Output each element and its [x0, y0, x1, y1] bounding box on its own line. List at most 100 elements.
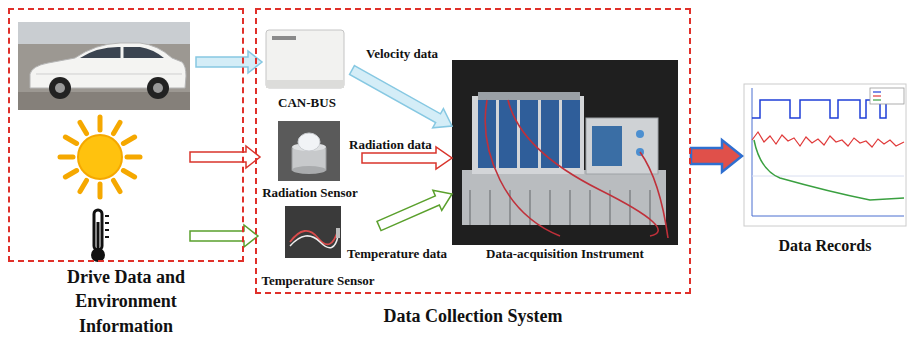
device-label: Data Records — [779, 236, 872, 256]
sensor-tip — [336, 228, 340, 238]
car-hub — [55, 83, 65, 93]
controller — [586, 118, 658, 174]
sensor-wire — [290, 236, 338, 248]
temperature-source-arrow — [190, 225, 258, 247]
radiation-source-arrow — [190, 146, 260, 168]
device-case — [266, 30, 344, 88]
car-wheel — [147, 77, 169, 99]
edge-label: Velocity data — [365, 46, 439, 61]
thermometer-tick — [105, 215, 109, 217]
temperature-sensor-photo — [285, 206, 341, 258]
temperature-trace — [754, 140, 904, 200]
thermometer-tick — [105, 222, 109, 224]
sun-ray — [80, 180, 87, 191]
heatsink-fins — [470, 190, 650, 225]
module-tops — [478, 92, 580, 100]
device-label: CAN-BUS — [278, 95, 336, 112]
radiation-trace — [752, 132, 904, 147]
instrument-photo — [452, 60, 678, 245]
device-label: Data-acquisition Instrument — [486, 246, 644, 263]
io-module — [541, 92, 559, 168]
sun-ray — [65, 137, 76, 144]
legend-line — [873, 95, 881, 96]
photo-background — [452, 60, 678, 245]
device-node: Data Records — [742, 80, 908, 256]
car-wheel — [49, 77, 71, 99]
device-node: CAN-BUS — [262, 26, 352, 112]
sun-ray — [114, 180, 121, 191]
sun-ray — [80, 122, 87, 133]
sun-disc — [78, 135, 122, 179]
sun-ray — [123, 171, 134, 178]
flow-arrow — [350, 66, 452, 128]
region-heading: Drive Data and Environment Information — [26, 265, 226, 338]
device-logo — [272, 36, 296, 40]
sky — [18, 22, 190, 44]
chart-frame — [744, 84, 906, 226]
thermometer-tick — [105, 236, 109, 238]
thermometer-column — [97, 222, 100, 250]
velocity-source-arrow — [196, 51, 262, 73]
red-wire — [485, 100, 560, 236]
car-pillar — [121, 47, 124, 58]
thermometer-bulb — [91, 248, 105, 262]
sensor-dome — [298, 133, 320, 151]
fin — [469, 190, 471, 225]
chart-axis — [752, 88, 753, 216]
chart-axis — [752, 216, 904, 217]
fin — [589, 190, 591, 225]
photo-background — [278, 121, 340, 181]
car-photo — [18, 22, 190, 110]
heatsink — [462, 170, 666, 225]
radiation-sensor-photo — [278, 121, 340, 181]
device-label: Radiation Sensor — [262, 185, 358, 202]
flow-arrow — [691, 140, 742, 172]
device-label: Temperature Sensor — [261, 273, 374, 290]
edge-label: Temperature data — [346, 246, 448, 261]
device-shade — [266, 80, 344, 88]
legend-line — [873, 99, 881, 100]
device-node: Data-acquisition Instrument — [452, 58, 678, 263]
photo-background — [285, 206, 341, 258]
red-wire — [640, 152, 668, 238]
sun-ray — [123, 137, 134, 144]
flow-arrow — [377, 190, 452, 230]
device-node: Radiation Sensor — [258, 118, 362, 202]
sun-ray — [98, 117, 103, 130]
sun-rays — [60, 117, 140, 197]
sun-ray — [60, 155, 73, 160]
can-bus-device — [266, 30, 344, 88]
fin — [489, 190, 491, 225]
car-hub — [153, 83, 163, 93]
edge-label: Radiation data — [348, 137, 433, 152]
photo-background — [18, 22, 190, 110]
sun-ray — [98, 184, 103, 197]
region-heading: Data Collection System — [323, 304, 623, 328]
chart-legend-box — [870, 88, 904, 104]
car-side-line — [36, 74, 182, 75]
io-module — [562, 92, 580, 168]
io-module — [499, 92, 517, 168]
sun-ray — [127, 155, 140, 160]
thermometer-stem — [94, 210, 102, 250]
port — [636, 130, 644, 138]
region-box: Data Collection SystemCAN-BUSRadiation S… — [255, 8, 691, 294]
record-chart — [744, 84, 906, 226]
fin — [549, 190, 551, 225]
car-window — [80, 47, 164, 58]
thermometer-tick — [105, 229, 109, 231]
sensor-base — [292, 166, 326, 174]
legend-line — [873, 91, 881, 92]
region-box: Drive Data and Environment Information — [8, 8, 244, 262]
thermometer-icon — [91, 210, 109, 262]
sun-ray — [114, 122, 121, 133]
fin — [569, 190, 571, 225]
red-wire — [508, 100, 658, 236]
fin — [629, 190, 631, 225]
sun-ray — [65, 171, 76, 178]
controller-panel — [592, 126, 622, 166]
